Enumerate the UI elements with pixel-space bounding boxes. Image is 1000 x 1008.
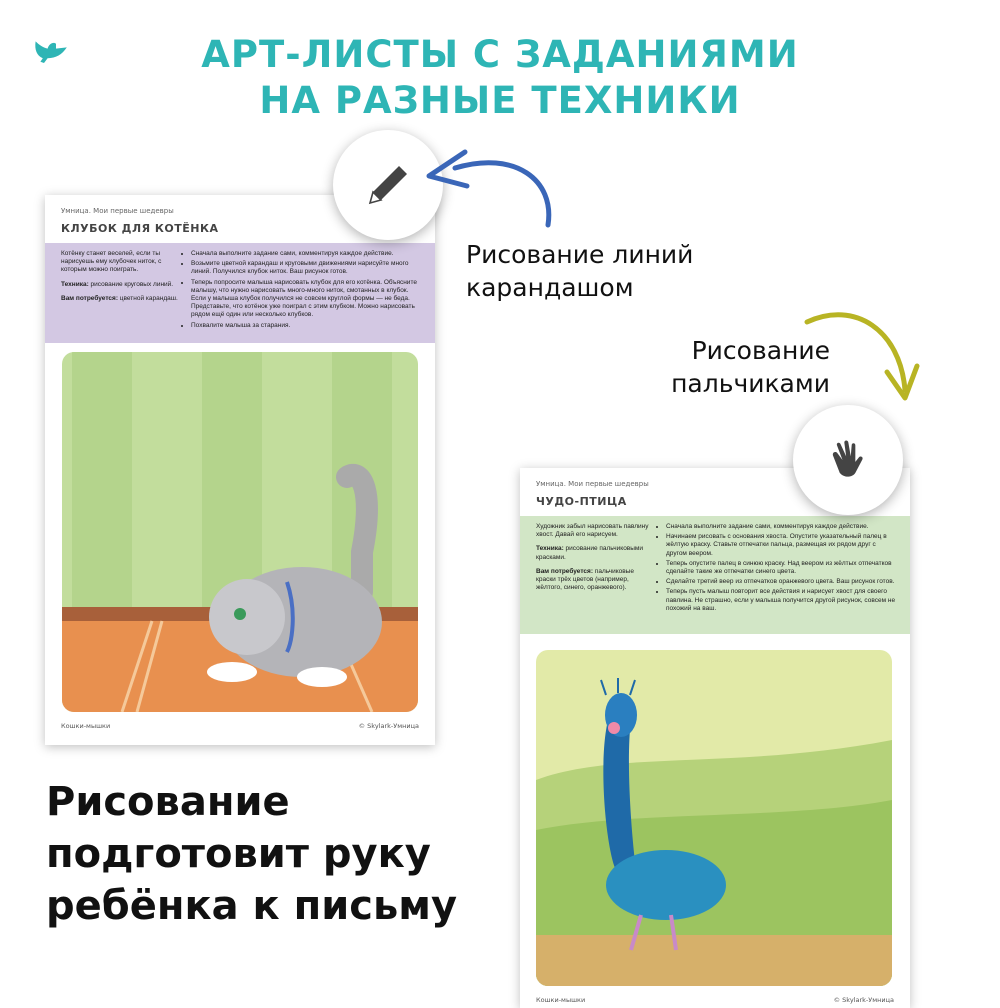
card-brand: Умница. Мои первые шедевры	[61, 207, 174, 215]
bird-icon	[35, 41, 67, 63]
step: Похвалите малыша за старания.	[191, 322, 423, 330]
hand-badge	[793, 405, 903, 515]
step: Теперь пусть малыш повторит все действия…	[666, 588, 898, 613]
card-title: КЛУБОК ДЛЯ КОТЁНКА	[61, 222, 219, 235]
step: Возьмите цветной карандаш и круговыми дв…	[191, 260, 423, 276]
technique-text: рисование пальчиковыми красками.	[536, 545, 644, 561]
footer-left: Кошки-мышки	[536, 996, 586, 1004]
arrow-to-pencil-icon	[426, 149, 552, 228]
instructions-band: Художник забыл нарисовать павлину хвост.…	[520, 516, 910, 634]
worksheet-peacock: Умница. Мои первые шедевры ЧУДО-ПТИЦА Ху…	[520, 468, 910, 1008]
need-label: Вам потребуется:	[536, 567, 593, 575]
pencil-icon	[368, 166, 407, 205]
tagline: Рисование подготовит руку ребёнка к пись…	[46, 776, 457, 932]
worksheet-kitten: Умница. Мои первые шедевры КЛУБОК ДЛЯ КО…	[45, 195, 435, 745]
pencil-label-line-2: карандашом	[466, 273, 634, 302]
tagline-line-2: подготовит руку	[46, 831, 431, 877]
card-title: ЧУДО-ПТИЦА	[536, 495, 627, 508]
intro-text: Котёнку станет веселей, если ты нарисуеш…	[61, 250, 162, 274]
technique-text: рисование круговых линий.	[88, 280, 174, 288]
footer-left: Кошки-мышки	[61, 722, 111, 730]
finger-label-line-1: Рисование	[691, 336, 830, 365]
instructions-band: Котёнку станет веселей, если ты нарисуеш…	[45, 243, 435, 343]
step: Сделайте третий веер из отпечатков оранж…	[666, 578, 898, 586]
footer-right: © Skylark-Умница	[358, 722, 419, 730]
need-text: цветной карандаш.	[118, 294, 178, 302]
step: Сначала выполните задание сами, комменти…	[191, 250, 423, 258]
pencil-label: Рисование линий карандашом	[466, 238, 693, 304]
step: Теперь опустите палец в синюю краску. На…	[666, 560, 898, 576]
hand-icon	[832, 440, 863, 477]
kitten-illustration	[62, 352, 418, 712]
intro-text: Художник забыл нарисовать павлину хвост.…	[536, 523, 649, 539]
arrow-to-hand-icon	[804, 312, 920, 401]
need-text: пальчиковые краски трёх цветов (например…	[536, 567, 634, 592]
pencil-label-line-1: Рисование линий	[466, 240, 694, 269]
technique-label: Техника:	[61, 280, 89, 288]
tagline-line-1: Рисование	[46, 779, 290, 825]
tagline-line-3: ребёнка к письму	[46, 883, 458, 929]
headline-line-2: НА РАЗНЫЕ ТЕХНИКИ	[259, 79, 741, 122]
pencil-badge	[333, 130, 443, 240]
card-brand: Умница. Мои первые шедевры	[536, 480, 649, 488]
finger-label: Рисование пальчиками	[671, 334, 830, 400]
need-label: Вам потребуется:	[61, 294, 118, 302]
finger-label-line-2: пальчиками	[671, 369, 830, 398]
peacock-illustration	[536, 650, 892, 986]
technique-label: Техника:	[536, 545, 564, 553]
step: Начинаем рисовать с основания хвоста. Оп…	[666, 533, 898, 558]
headline-line-1: АРТ-ЛИСТЫ С ЗАДАНИЯМИ	[201, 33, 799, 76]
step: Сначала выполните задание сами, комменти…	[666, 523, 898, 531]
step: Теперь попросите малыша нарисовать клубо…	[191, 279, 423, 320]
footer-right: © Skylark-Умница	[833, 996, 894, 1004]
